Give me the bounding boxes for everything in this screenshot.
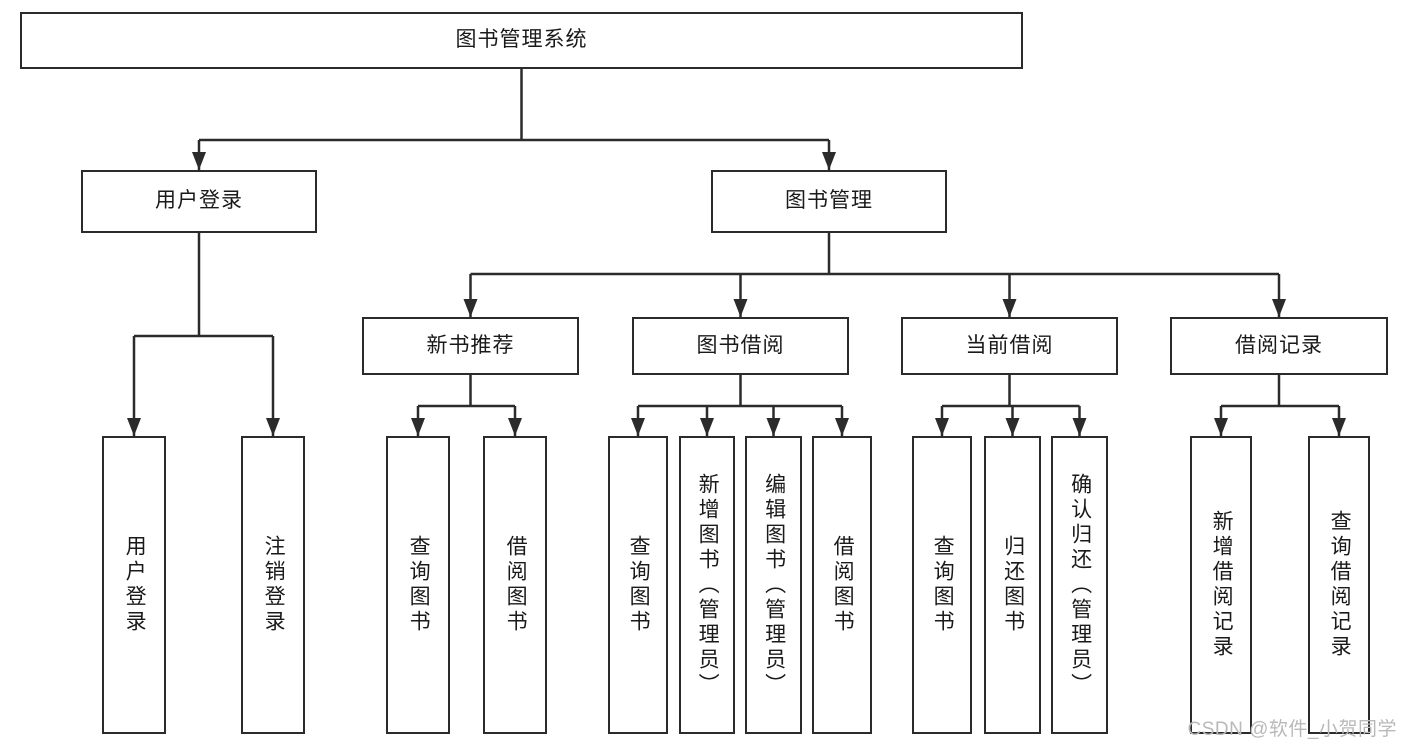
arrow-head-icon xyxy=(631,418,645,436)
node-label: 新书推荐 xyxy=(426,333,515,357)
node-label: 图书管理系统 xyxy=(455,28,588,52)
node-login[interactable]: 用户登录 xyxy=(81,170,317,233)
arrow-head-icon xyxy=(835,418,849,436)
arrow-head-icon xyxy=(1002,299,1017,317)
node-borrow[interactable]: 图书借阅 xyxy=(632,317,849,375)
node-record[interactable]: 借阅记录 xyxy=(1170,317,1388,375)
node-root[interactable]: 图书管理系统 xyxy=(20,12,1023,69)
node-l_bbook2[interactable]: 借阅图书 xyxy=(812,436,872,734)
node-label: 查询图书 xyxy=(627,535,651,635)
node-label: 借阅图书 xyxy=(504,535,528,635)
node-l_bbook1[interactable]: 借阅图书 xyxy=(483,436,547,734)
arrow-head-icon xyxy=(1072,418,1087,436)
node-label: 编辑图书（管理员） xyxy=(762,472,786,698)
node-label: 注销登录 xyxy=(262,535,286,635)
node-l_editbook[interactable]: 编辑图书（管理员） xyxy=(745,436,802,734)
node-label: 查询图书 xyxy=(407,535,431,635)
node-label: 新增图书（管理员） xyxy=(696,472,720,698)
node-label: 当前借阅 xyxy=(965,333,1054,357)
node-current[interactable]: 当前借阅 xyxy=(901,317,1118,375)
node-label: 借阅记录 xyxy=(1235,333,1323,357)
node-l_qbook2[interactable]: 查询图书 xyxy=(608,436,668,734)
node-l_return[interactable]: 归还图书 xyxy=(984,436,1041,734)
node-label: 新增借阅记录 xyxy=(1210,510,1234,660)
arrow-head-icon xyxy=(127,418,141,436)
arrow-head-icon xyxy=(1332,418,1346,436)
arrow-head-icon xyxy=(1272,299,1286,317)
node-l_qrec[interactable]: 查询借阅记录 xyxy=(1308,436,1370,734)
node-l_qbook1[interactable]: 查询图书 xyxy=(386,436,450,734)
node-l_login[interactable]: 用户登录 xyxy=(102,436,166,734)
node-label: 查询借阅记录 xyxy=(1328,510,1352,660)
node-label: 归还图书 xyxy=(1001,535,1025,635)
arrow-head-icon xyxy=(766,418,781,436)
arrow-head-icon xyxy=(463,299,478,317)
arrow-head-icon xyxy=(411,418,425,436)
node-label: 图书借阅 xyxy=(696,333,785,357)
node-l_addbook[interactable]: 新增图书（管理员） xyxy=(679,436,735,734)
arrow-head-icon xyxy=(1005,418,1020,436)
node-l_logout[interactable]: 注销登录 xyxy=(241,436,305,734)
node-l_addrec[interactable]: 新增借阅记录 xyxy=(1190,436,1252,734)
arrow-head-icon xyxy=(733,299,748,317)
node-l_confirm[interactable]: 确认归还（管理员） xyxy=(1051,436,1108,734)
node-label: 用户登录 xyxy=(123,535,147,635)
node-l_qbook3[interactable]: 查询图书 xyxy=(912,436,972,734)
arrow-head-icon xyxy=(508,418,522,436)
arrow-head-icon xyxy=(935,418,949,436)
node-label: 用户登录 xyxy=(155,189,243,213)
node-label: 确认归还（管理员） xyxy=(1068,472,1092,698)
arrow-head-icon xyxy=(192,152,206,170)
node-newbook[interactable]: 新书推荐 xyxy=(362,317,579,375)
node-label: 图书管理 xyxy=(785,189,873,213)
arrow-head-icon xyxy=(822,152,836,170)
node-label: 借阅图书 xyxy=(831,535,855,635)
node-bookmgmt[interactable]: 图书管理 xyxy=(711,170,947,233)
node-label: 查询图书 xyxy=(931,535,955,635)
arrow-head-icon xyxy=(266,418,280,436)
arrow-head-icon xyxy=(1214,418,1228,436)
arrow-head-icon xyxy=(700,418,714,436)
